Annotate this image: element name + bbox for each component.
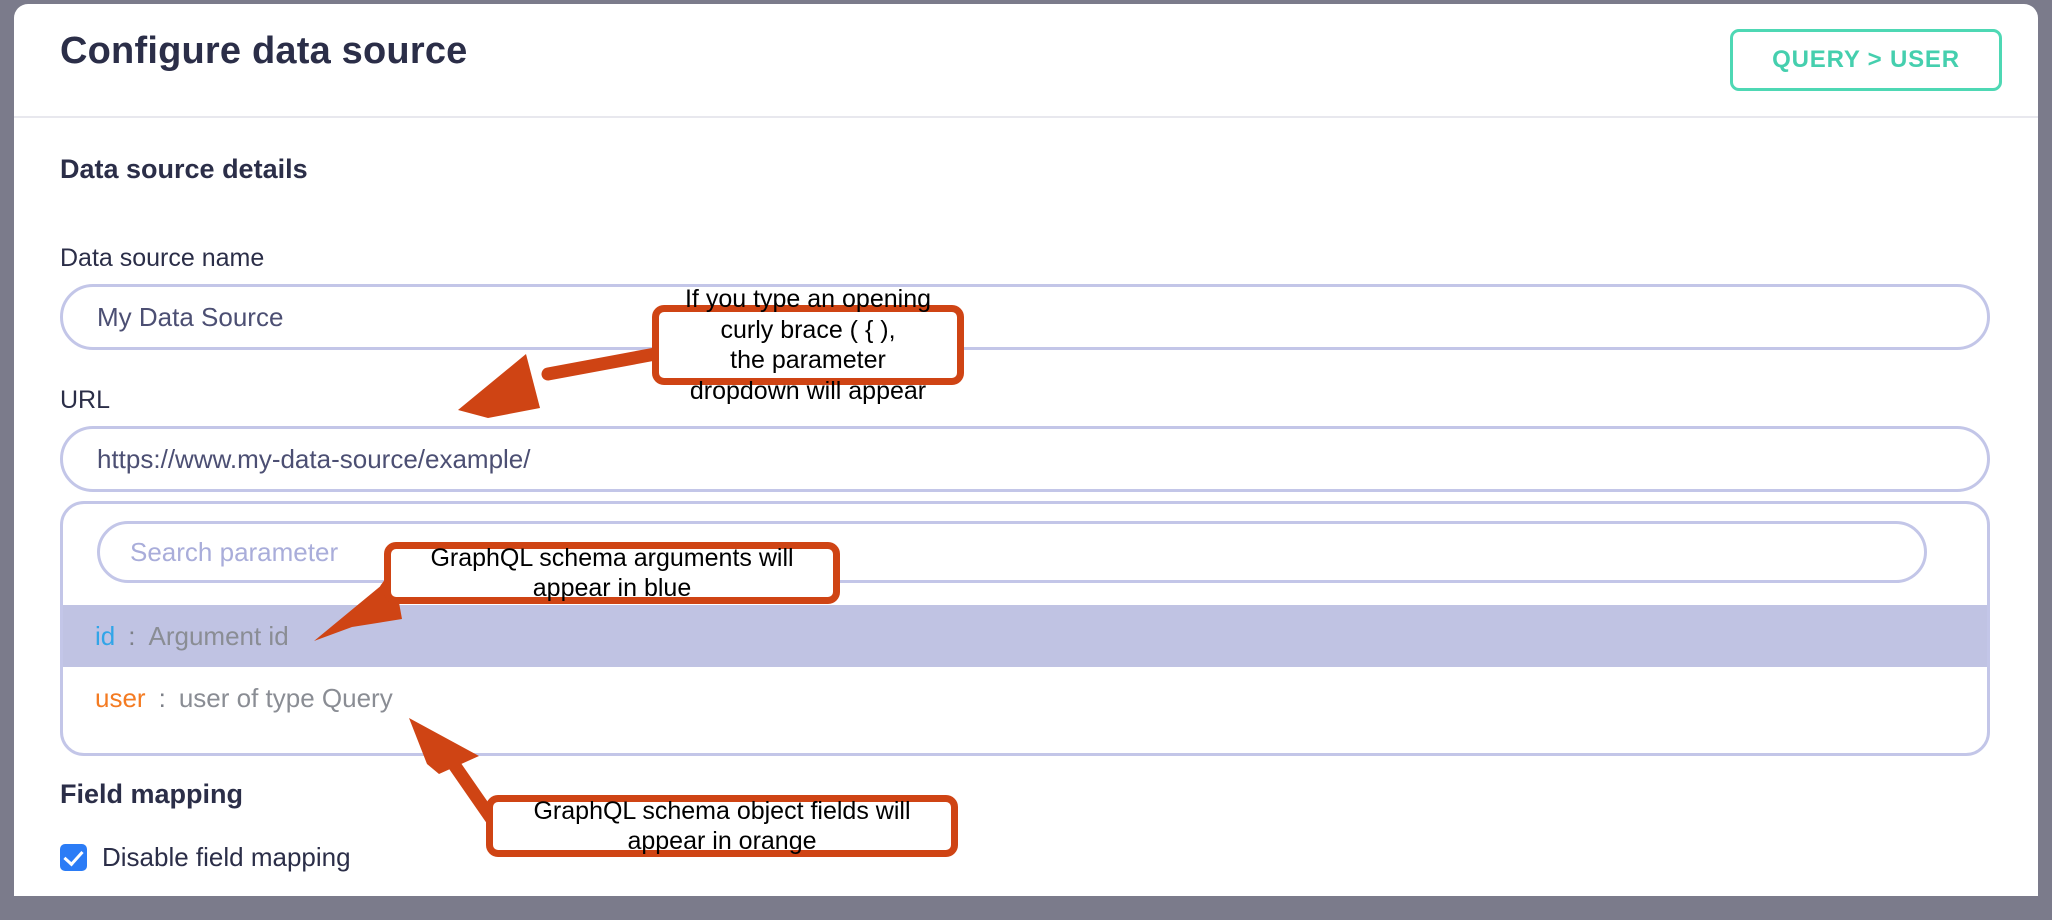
annotation-callout-blue-arguments: GraphQL schema arguments will appear in … (384, 542, 840, 604)
parameter-key: id (95, 620, 116, 651)
parameter-separator: : (128, 620, 136, 651)
data-source-name-input[interactable]: My Data Source (60, 284, 1990, 350)
annotation-line-2: the parameter dropdown will appear (689, 346, 927, 405)
parameter-description: user of type Query (178, 682, 393, 713)
url-label: URL (60, 386, 111, 414)
parameter-key: user (95, 682, 146, 713)
section-title-field-mapping: Field mapping (60, 779, 244, 809)
annotation-callout-curly-brace: If you type an opening curly brace ( { )… (652, 285, 964, 405)
annotation-line-1: If you type an opening curly brace ( { )… (684, 285, 932, 344)
disable-field-mapping-checkbox[interactable] (60, 844, 87, 871)
section-title-data-source-details: Data source details (60, 154, 308, 184)
parameter-description: Argument id (148, 620, 289, 651)
parameter-separator: : (158, 682, 166, 713)
dialog-header: Configure data source QUERY > USER (14, 4, 2038, 118)
url-input[interactable]: https://www.my-data-source/example/ (60, 426, 1990, 492)
parameter-option-user[interactable]: user : user of type Query (63, 667, 1987, 729)
data-source-name-label: Data source name (60, 244, 265, 272)
configure-data-source-card: Configure data source QUERY > USER Data … (14, 4, 2038, 896)
annotation-callout-orange-fields: GraphQL schema object fields will appear… (486, 795, 958, 857)
page-title: Configure data source (60, 30, 468, 72)
query-user-button[interactable]: QUERY > USER (1730, 29, 2002, 91)
disable-field-mapping-label: Disable field mapping (102, 842, 351, 872)
disable-field-mapping-row[interactable]: Disable field mapping (60, 842, 351, 873)
